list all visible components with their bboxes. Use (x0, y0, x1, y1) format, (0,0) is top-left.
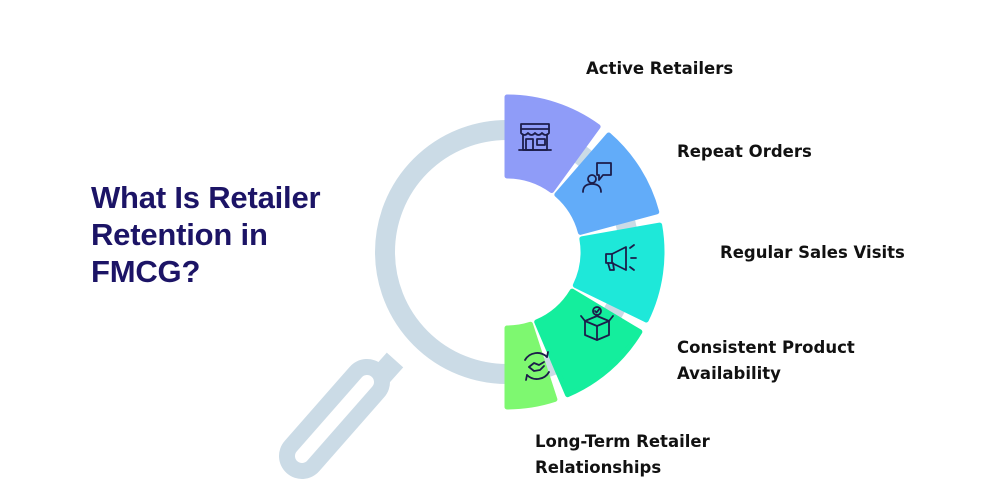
label-consistent-product-availability: Consistent Product Availability (677, 335, 855, 387)
icon-group (518, 123, 637, 381)
label-line: Relationships (535, 458, 662, 477)
person-speech-bubble-icon (582, 162, 612, 193)
segment-group (504, 94, 665, 410)
label-long-term-retailer-relationships: Long-Term Retailer Relationships (535, 429, 710, 481)
label-line: Active Retailers (586, 59, 734, 78)
title-line-3: FMCG? (91, 254, 201, 289)
handshake-cycle-icon (524, 351, 550, 381)
label-regular-sales-visits: Regular Sales Visits (720, 240, 905, 266)
segment-consistent-product-availability (534, 288, 643, 398)
storefront-icon (518, 123, 552, 151)
page-title: What Is Retailer Retention in FMCG? (91, 179, 391, 290)
label-line: Long-Term Retailer (535, 432, 710, 451)
label-line: Repeat Orders (677, 142, 812, 161)
magnifier-handle (279, 352, 404, 479)
label-line: Availability (677, 364, 781, 383)
label-line: Regular Sales Visits (720, 243, 905, 262)
label-active-retailers: Active Retailers (586, 56, 733, 82)
title-line-1: What Is Retailer (91, 180, 321, 215)
segment-active-retailers (504, 94, 601, 194)
open-box-icon (580, 306, 614, 341)
megaphone-icon (605, 244, 637, 271)
label-repeat-orders: Repeat Orders (677, 139, 812, 165)
segment-regular-sales-visits (572, 222, 665, 323)
segment-repeat-orders (554, 132, 660, 235)
label-line: Consistent Product (677, 338, 855, 357)
title-line-2: Retention in (91, 217, 268, 252)
